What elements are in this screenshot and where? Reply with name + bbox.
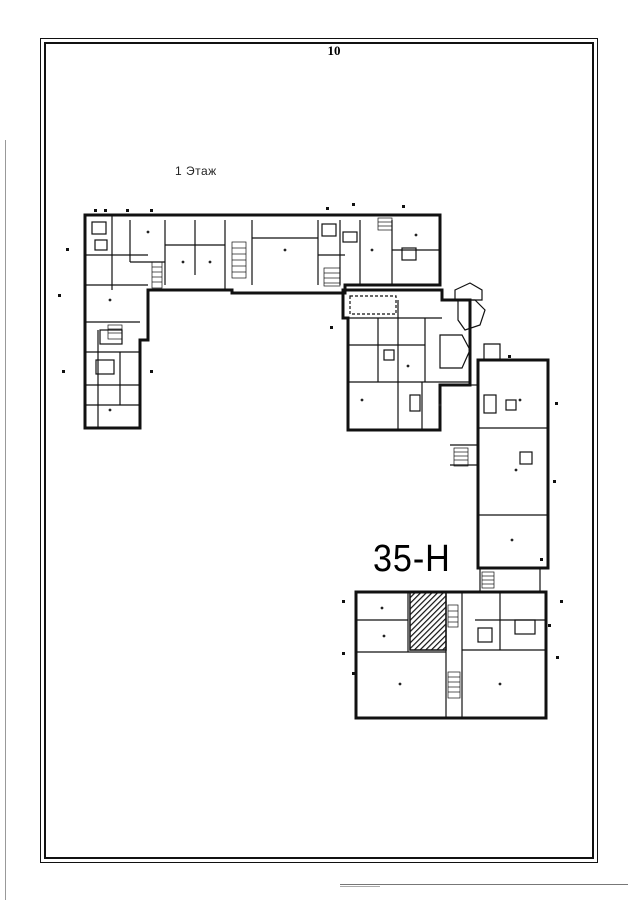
walls-right-wing [450, 384, 548, 516]
stairs [107, 217, 495, 699]
scan-edge-bottom-short [340, 886, 380, 887]
room-marks [108, 230, 522, 686]
wall-marks [58, 203, 563, 675]
porches [439, 282, 501, 369]
walls-top-wing [129, 220, 440, 290]
page-frame-inner [44, 42, 594, 859]
walls-middle-block [343, 295, 470, 430]
page-frame-outer [40, 38, 598, 863]
floor-title: 1 Этаж [175, 164, 217, 178]
page-number: 10 [327, 43, 341, 58]
scan-edge-bottom [340, 884, 628, 885]
unit-label: 35-Н [373, 538, 451, 580]
scan-edge-left [5, 140, 6, 900]
hatched-area-35n [409, 591, 447, 651]
